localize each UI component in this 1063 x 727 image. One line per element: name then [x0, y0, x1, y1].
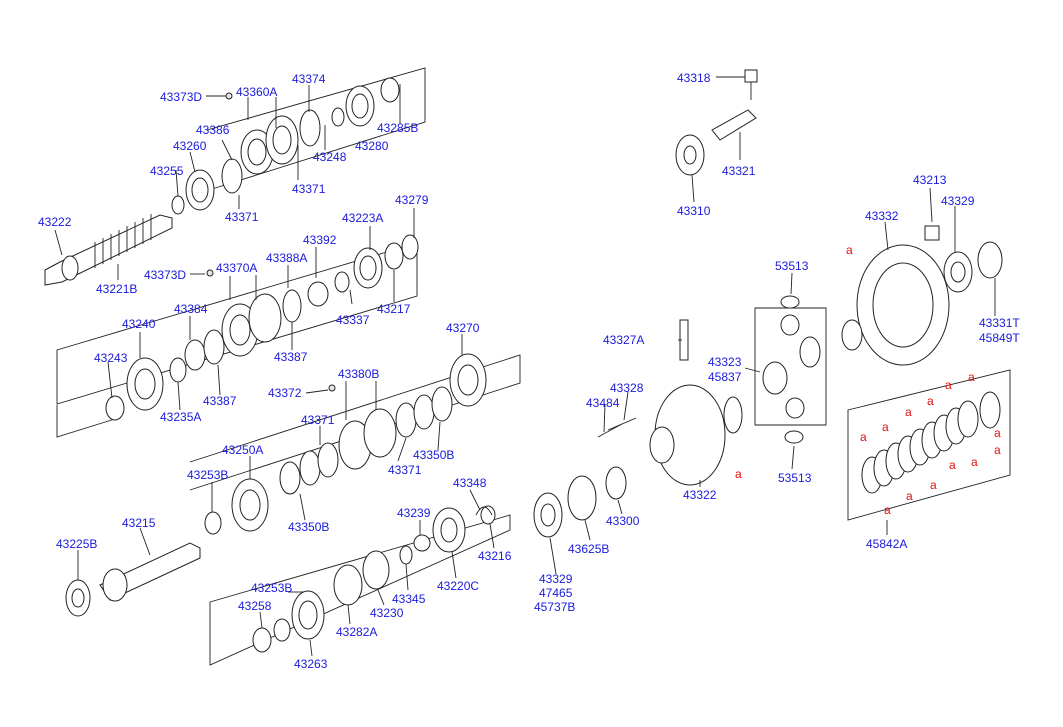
- marker-a: a: [945, 378, 952, 392]
- part-label[interactable]: 43371: [225, 210, 259, 224]
- marker-a: a: [905, 405, 912, 419]
- part-labels: 43373D 43360A 43374 43386 43260 43255 43…: [38, 71, 1020, 671]
- part-label[interactable]: 43373D: [160, 90, 202, 104]
- part-label[interactable]: 43221B: [96, 282, 137, 296]
- part-label[interactable]: 47465: [539, 586, 573, 600]
- part-label[interactable]: 43392: [303, 233, 337, 247]
- part-label[interactable]: 43321: [722, 164, 756, 178]
- part-label[interactable]: 43384: [174, 302, 208, 316]
- part-label[interactable]: 43253B: [187, 468, 228, 482]
- part-label[interactable]: 43239: [397, 506, 431, 520]
- marker-a: a: [906, 489, 913, 503]
- part-label[interactable]: 43331T: [979, 316, 1020, 330]
- part-label[interactable]: 43374: [292, 72, 326, 86]
- part-label[interactable]: 43386: [196, 123, 230, 137]
- part-label[interactable]: 43248: [313, 150, 347, 164]
- part-label[interactable]: 43225B: [56, 537, 97, 551]
- marker-a: a: [846, 243, 853, 257]
- part-label[interactable]: 43260: [173, 139, 207, 153]
- part-label[interactable]: 45837: [708, 370, 742, 384]
- lower-shaft-43215: [65, 542, 201, 617]
- part-label[interactable]: 43387: [203, 394, 237, 408]
- part-label[interactable]: 53513: [775, 259, 809, 273]
- part-label[interactable]: 43371: [292, 182, 326, 196]
- part-label[interactable]: 43484: [586, 396, 620, 410]
- marker-a: a: [949, 458, 956, 472]
- part-label[interactable]: 43388A: [266, 251, 307, 265]
- part-label[interactable]: 43253B: [251, 581, 292, 595]
- part-label[interactable]: 43327A: [603, 333, 644, 347]
- part-label[interactable]: 45849T: [979, 331, 1020, 345]
- part-label[interactable]: 53513: [778, 471, 812, 485]
- marker-a: a: [994, 443, 1001, 457]
- part-label[interactable]: 43270: [446, 321, 480, 335]
- counter-shaft-row: [105, 234, 419, 421]
- part-label[interactable]: 43240: [122, 317, 156, 331]
- part-label[interactable]: 43310: [677, 204, 711, 218]
- part-label[interactable]: 43350B: [288, 520, 329, 534]
- marker-a: a: [994, 426, 1001, 440]
- part-label[interactable]: 43372: [268, 386, 302, 400]
- part-label[interactable]: 43280: [355, 139, 389, 153]
- marker-a: a: [884, 503, 891, 517]
- part-label[interactable]: 43329: [539, 572, 573, 586]
- part-label[interactable]: 43371: [301, 413, 335, 427]
- marker-letters: a a a a a a a a a a a a a a a: [735, 243, 1001, 517]
- part-label[interactable]: 43329: [941, 194, 975, 208]
- clutch-plates-45842A: [861, 391, 1001, 494]
- part-label[interactable]: 43230: [370, 606, 404, 620]
- marker-a: a: [882, 420, 889, 434]
- part-label[interactable]: 43263: [294, 657, 328, 671]
- part-label[interactable]: 43373D: [144, 268, 186, 282]
- bottom-row-parts: [252, 505, 496, 653]
- leader-lines: [54, 76, 996, 657]
- part-label[interactable]: 43235A: [160, 410, 201, 424]
- speedometer-parts: [675, 69, 758, 176]
- part-label[interactable]: 43350B: [413, 448, 454, 462]
- marker-a: a: [971, 455, 978, 469]
- part-label[interactable]: 43625B: [568, 542, 609, 556]
- part-label[interactable]: 43217: [377, 302, 411, 316]
- marker-a: a: [927, 394, 934, 408]
- part-label[interactable]: 43213: [913, 173, 947, 187]
- part-label[interactable]: 43318: [677, 71, 711, 85]
- marker-a: a: [930, 478, 937, 492]
- part-label[interactable]: 43323: [708, 355, 742, 369]
- part-label[interactable]: 43345: [392, 592, 426, 606]
- part-label[interactable]: 43370A: [216, 261, 257, 275]
- part-label[interactable]: 43255: [150, 164, 184, 178]
- part-label[interactable]: 43223A: [342, 211, 383, 225]
- part-label[interactable]: 43360A: [236, 85, 277, 99]
- part-label[interactable]: 43300: [606, 514, 640, 528]
- marker-a: a: [860, 430, 867, 444]
- input-shaft-43222: [44, 214, 173, 286]
- part-label[interactable]: 43243: [94, 351, 128, 365]
- marker-a: a: [735, 467, 742, 481]
- part-label[interactable]: 43328: [610, 381, 644, 395]
- differential-assembly: [533, 225, 1003, 538]
- output-shaft-row: [204, 353, 487, 535]
- part-label[interactable]: 43258: [238, 599, 272, 613]
- top-row-parts: [171, 77, 400, 215]
- part-label[interactable]: 43337: [336, 313, 370, 327]
- part-label[interactable]: 43222: [38, 215, 72, 229]
- part-label[interactable]: 43380B: [338, 367, 379, 381]
- part-label[interactable]: 43279: [395, 193, 429, 207]
- marker-a: a: [968, 370, 975, 384]
- part-label[interactable]: 43220C: [437, 579, 479, 593]
- part-label[interactable]: 45842A: [866, 537, 907, 551]
- part-label[interactable]: 43215: [122, 516, 156, 530]
- part-label[interactable]: 43322: [683, 488, 717, 502]
- part-label[interactable]: 43332: [865, 209, 899, 223]
- part-label[interactable]: 43387: [274, 350, 308, 364]
- part-label[interactable]: 43371: [388, 463, 422, 477]
- part-label[interactable]: 43285B: [377, 121, 418, 135]
- part-label[interactable]: 43250A: [222, 443, 263, 457]
- part-label[interactable]: 45737B: [534, 600, 575, 614]
- part-label[interactable]: 43282A: [336, 625, 377, 639]
- part-label[interactable]: 43216: [478, 549, 512, 563]
- part-label[interactable]: 43348: [453, 476, 487, 490]
